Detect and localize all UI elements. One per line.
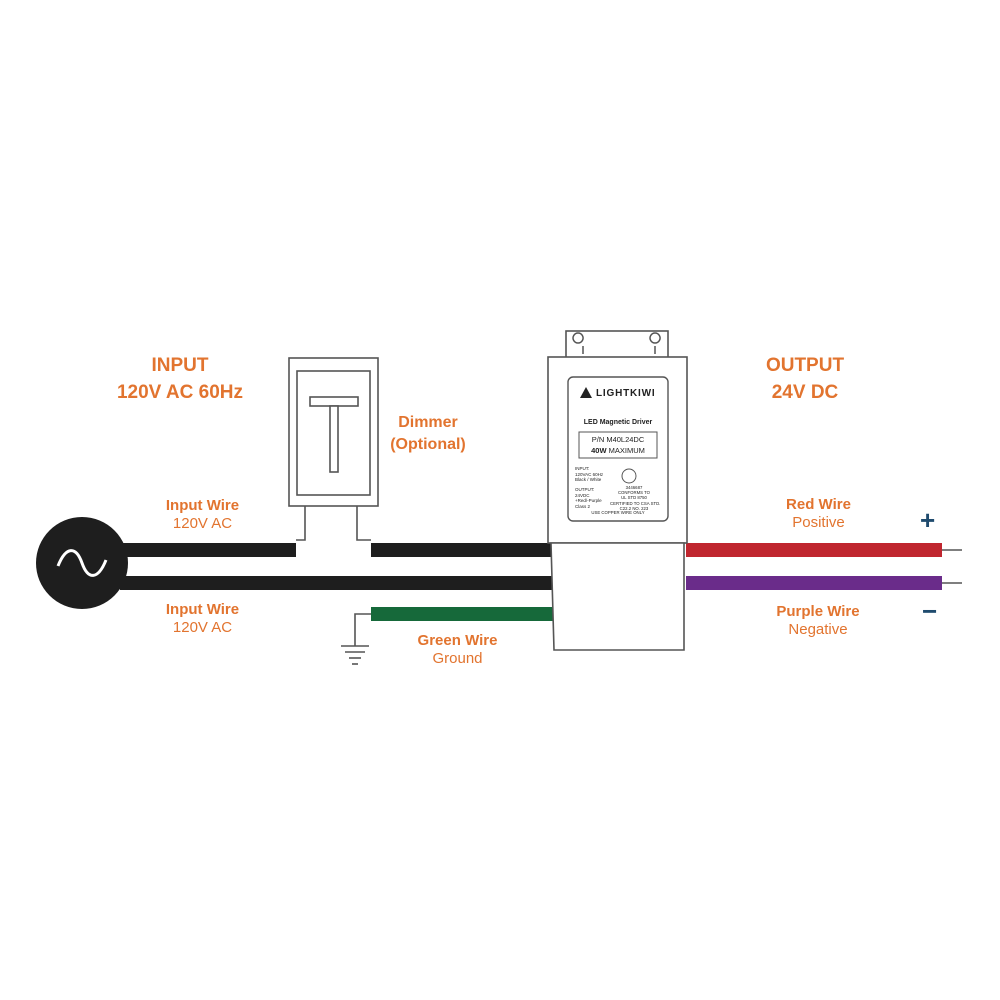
driver-input-line: 120VAC 60Hz: [575, 471, 604, 477]
driver-brand: LIGHTKIWI: [596, 388, 656, 399]
driver-certification: 3446687 CONFORMS TO UL STD 8750 CERTIFIE…: [610, 485, 661, 511]
ac-source-icon: [36, 517, 128, 609]
input-wire-top-title: Input Wire: [165, 497, 240, 514]
output-heading: OUTPUT 24V DC: [730, 352, 880, 406]
driver-cert-line: CERTIFIED TO CSA STD.: [610, 500, 661, 506]
dimmer-note: (Optional): [390, 436, 466, 453]
input-wire-bottom-title: Input Wire: [165, 601, 240, 618]
driver-cert-line: C22.2 NO. 223: [619, 505, 649, 511]
driver-part-number: P/N M40L24DC: [591, 435, 645, 444]
purple-wire-sub: Negative: [788, 621, 848, 638]
driver-power-text: MAXIMUM: [608, 446, 645, 455]
red-wire-title: Red Wire: [786, 496, 851, 513]
input-spec: 120V AC 60Hz: [116, 382, 244, 403]
dimmer-label: Dimmer (Optional): [378, 412, 478, 456]
driver-output-line: OUTPUT:: [575, 487, 595, 492]
input-wire-bottom-label: Input Wire 120V AC: [140, 601, 265, 637]
input-heading: INPUT 120V AC 60Hz: [100, 352, 260, 406]
input-wire-top-sub: 120V AC: [172, 515, 233, 532]
led-driver-icon: [547, 330, 688, 651]
driver-power-value: 40W: [591, 446, 607, 455]
driver-product: LED Magnetic Driver: [583, 419, 653, 426]
dimmer-switch-icon: [288, 357, 379, 541]
output-title: OUTPUT: [765, 355, 845, 376]
green-wire-sub: Ground: [432, 650, 483, 667]
negative-sign: −: [922, 596, 938, 626]
driver-input-line: INPUT:: [575, 466, 590, 471]
driver-cert-line: 3446687: [625, 485, 643, 490]
driver-input-spec: INPUT: 120VAC 60Hz Black / White: [575, 466, 603, 483]
driver-cert-line: UL STD 8750: [621, 495, 647, 501]
purple-wire-title: Purple Wire: [776, 603, 860, 620]
driver-footer: USE COPPER WIRE ONLY: [591, 510, 645, 515]
output-spec: 24V DC: [771, 382, 839, 403]
driver-output-spec: OUTPUT: 24VDC +Red/-Purple Class 2: [575, 487, 602, 509]
driver-power: 40W MAXIMUM: [579, 446, 657, 455]
red-wire-label: Red Wire Positive: [756, 496, 881, 532]
driver-cert-line: CONFORMS TO: [617, 490, 651, 496]
driver-output-line: 24VDC: [575, 492, 590, 498]
input-wire-bottom-sub: 120V AC: [172, 619, 233, 636]
input-wire-top-label: Input Wire 120V AC: [140, 497, 265, 533]
positive-sign: +: [920, 505, 936, 535]
driver-output-line: +Red/-Purple: [575, 498, 602, 503]
ground-icon: [341, 613, 371, 665]
driver-input-line: Black / White: [575, 477, 602, 482]
input-title: INPUT: [151, 355, 209, 376]
green-wire-label: Green Wire Ground: [395, 632, 520, 668]
purple-wire-label: Purple Wire Negative: [752, 603, 884, 639]
dimmer-title: Dimmer: [398, 414, 458, 431]
driver-output-line: Class 2: [575, 503, 591, 509]
green-wire-title: Green Wire: [417, 632, 498, 649]
red-wire-sub: Positive: [792, 514, 845, 531]
